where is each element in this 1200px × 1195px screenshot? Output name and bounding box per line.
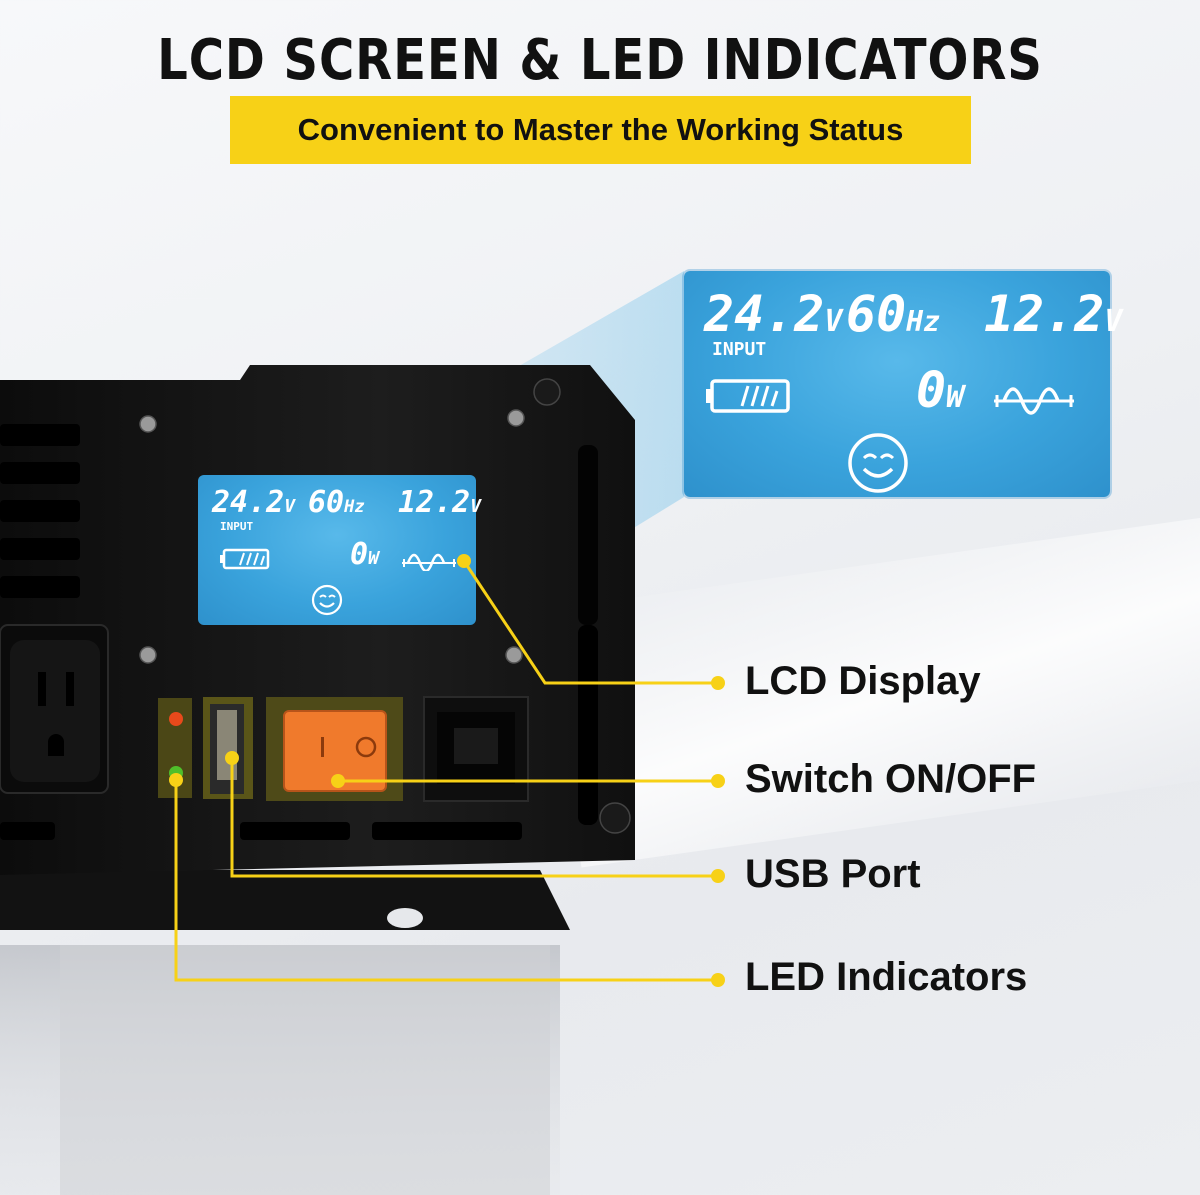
mounting-flange	[0, 870, 570, 930]
zoom-input-voltage-unit: V	[824, 304, 843, 339]
zoom-input-label: INPUT	[712, 339, 767, 360]
callout-lcd-display: LCD Display	[745, 659, 981, 703]
dot-switch-start	[331, 774, 345, 788]
dot-switch-end	[711, 774, 725, 788]
zoom-frequency-unit: Hz	[906, 305, 940, 338]
subtitle: Convenient to Master the Working Status	[297, 112, 904, 147]
zoom-frequency-value: 60	[846, 285, 907, 343]
zoom-power-value: 0	[916, 361, 947, 419]
dot-led-end	[711, 973, 725, 987]
dot-lcd-start	[457, 554, 471, 568]
leader-led	[174, 780, 718, 982]
callout-usb-port: USB Port	[745, 852, 921, 896]
smiley-icon	[311, 584, 343, 616]
frequency-value: 60	[308, 485, 345, 520]
zoom-battery-icon	[706, 379, 790, 413]
output-voltage-value: 12.2	[398, 485, 471, 520]
ac-outlet	[0, 624, 109, 794]
dot-usb-start	[225, 751, 239, 765]
callout-switch: Switch ON/OFF	[745, 757, 1037, 801]
lcd-display-zoomed: 24.2V 60Hz 12.2V INPUT 0W	[684, 271, 1122, 497]
led-red	[169, 712, 183, 726]
subtitle-band: Convenient to Master the Working Status	[230, 96, 971, 164]
page-title: LCD SCREEN & LED INDICATORS	[157, 28, 1043, 93]
zoom-output-voltage-value: 12.2	[984, 285, 1105, 343]
reflection-base	[60, 945, 550, 1195]
flange-hole	[387, 908, 423, 928]
zoom-smiley-icon	[848, 433, 908, 493]
output-voltage-unit: V	[470, 496, 482, 517]
power-unit: W	[368, 548, 379, 569]
dot-usb-end	[711, 869, 725, 883]
vent-slots	[0, 424, 598, 840]
usb-port-graphic	[203, 697, 253, 799]
lcd-display-small: 24.2V 60Hz 12.2V INPUT 0W	[198, 475, 481, 625]
input-label: INPUT	[220, 520, 254, 533]
dot-led-start	[169, 773, 183, 787]
zoom-input-voltage-value: 24.2	[704, 285, 825, 343]
screws	[139, 378, 631, 834]
zoom-sine-wave-icon	[994, 387, 1074, 415]
input-voltage-unit: V	[284, 496, 296, 517]
leader-lcd	[462, 560, 718, 685]
remote-port	[423, 696, 529, 802]
leader-usb	[230, 758, 718, 878]
battery-icon	[220, 548, 270, 570]
zoom-output-voltage-unit: V	[1104, 304, 1123, 339]
dot-lcd-end	[711, 676, 725, 690]
input-voltage-value: 24.2	[212, 485, 285, 520]
power-value: 0	[350, 537, 369, 572]
sine-wave-icon	[402, 553, 456, 571]
zoom-power-unit: W	[946, 380, 965, 415]
frequency-unit: Hz	[344, 497, 365, 517]
callout-led-indicators: LED Indicators	[745, 955, 1028, 999]
